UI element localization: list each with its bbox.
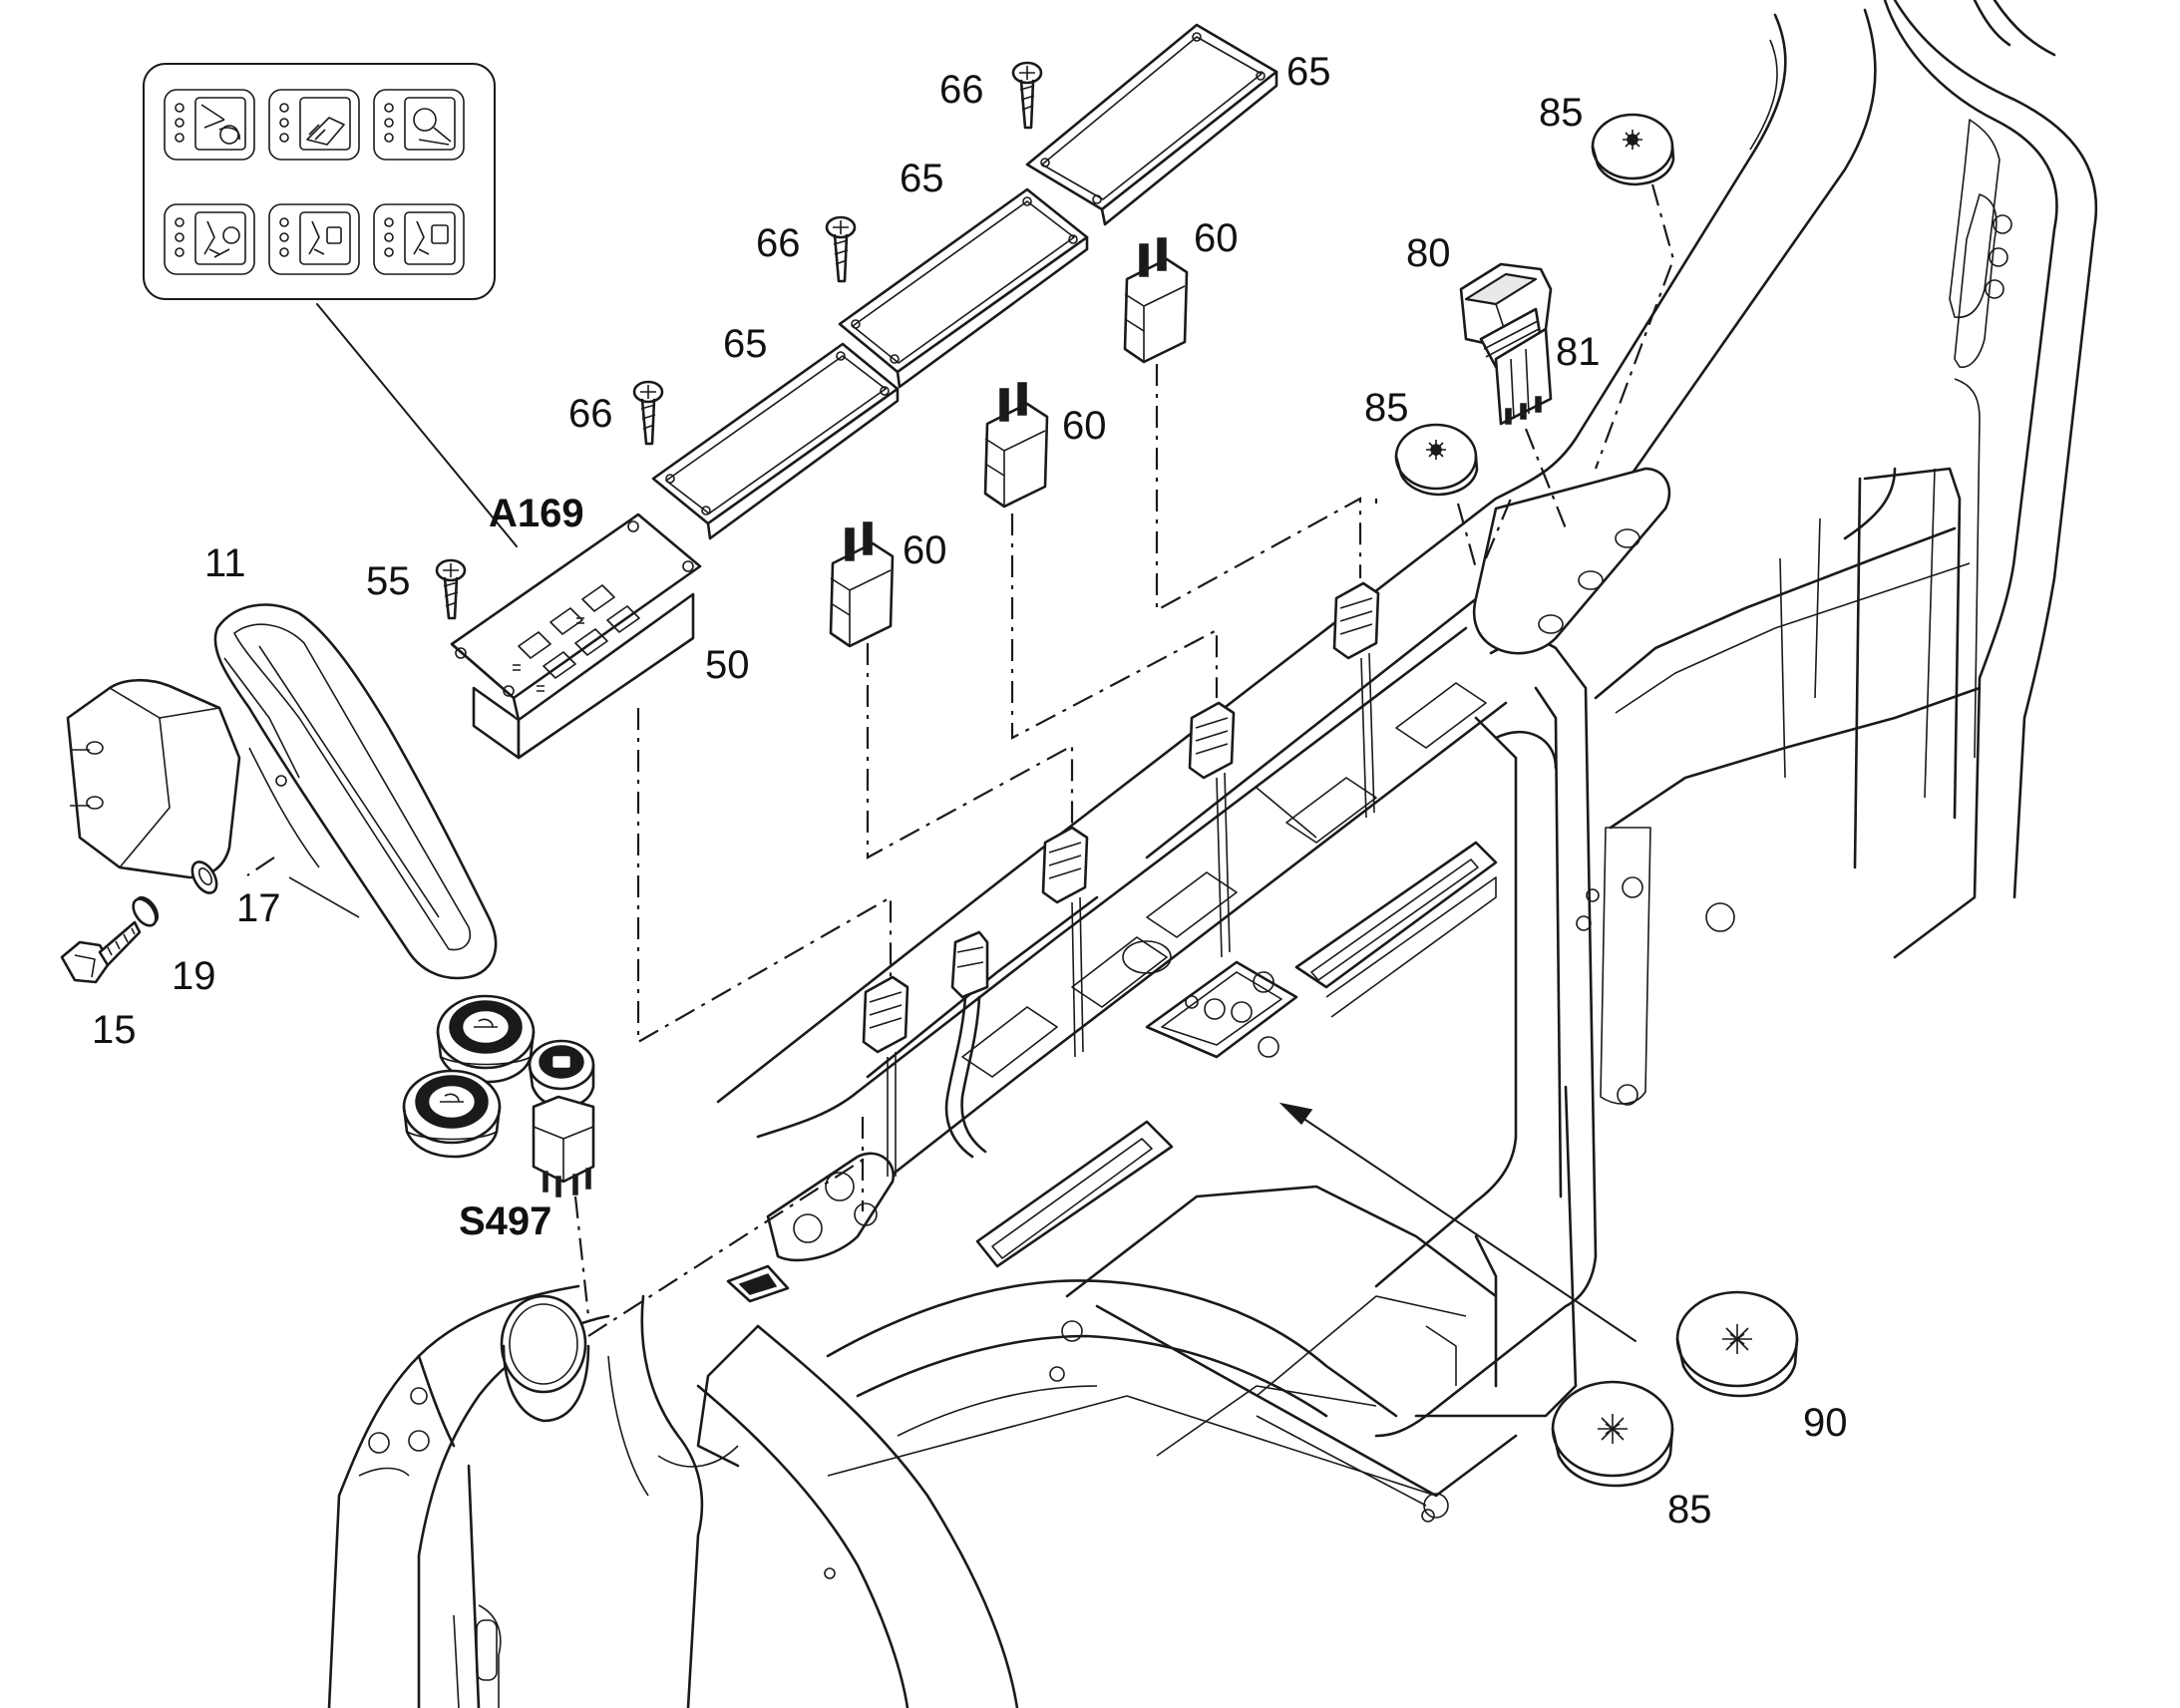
plug-90 (1675, 1290, 1799, 1398)
instrument-11 (66, 603, 498, 980)
label-19: 19 (172, 954, 216, 998)
label-66-b: 66 (756, 221, 801, 265)
relay-60-c (1123, 237, 1189, 364)
label-85-top: 85 (1539, 91, 1584, 135)
washer-19 (132, 895, 160, 927)
screw-66-b (825, 215, 857, 283)
assembly-lines (573, 183, 1675, 1337)
right-hole-plate (1472, 467, 1671, 655)
label-15: 15 (92, 1008, 137, 1052)
callout-labels: A169 S497 11 15 17 19 50 55 60 60 60 65 … (92, 50, 1848, 1532)
cover-plate-65-upper (1025, 23, 1278, 226)
key-switch (528, 1039, 595, 1197)
label-65-a: 65 (723, 322, 768, 366)
screw-66-c (1011, 61, 1043, 130)
plug-85-top (1591, 113, 1675, 186)
push-button-2 (402, 1069, 502, 1159)
label-65-c: 65 (1286, 50, 1331, 94)
label-90: 90 (1803, 1401, 1848, 1445)
switch-panel-50 (450, 512, 702, 760)
leader-arrow (1278, 1102, 1636, 1342)
label-60-a: 60 (903, 528, 947, 572)
relay-60-a (829, 521, 895, 648)
label-85-middle: 85 (1364, 386, 1409, 430)
label-50: 50 (705, 643, 750, 687)
harness-connectors (862, 581, 1380, 1177)
label-81: 81 (1556, 330, 1601, 374)
label-55: 55 (366, 559, 411, 603)
plug-85-bottom (1551, 1380, 1674, 1488)
label-s497: S497 (459, 1199, 551, 1243)
label-85-bottom: 85 (1667, 1488, 1712, 1532)
cover-plate-65-middle (838, 187, 1089, 389)
decal-panel (143, 63, 518, 547)
bolt-15 (60, 920, 142, 984)
cover-plate-65-lower (651, 342, 900, 540)
decal-icons (164, 89, 465, 275)
label-80: 80 (1406, 231, 1451, 275)
screw-55 (435, 558, 467, 620)
label-66-a: 66 (568, 392, 613, 436)
push-button-1 (436, 994, 536, 1084)
relay-60-b (983, 382, 1049, 509)
label-60-b: 60 (1062, 404, 1107, 448)
label-60-c: 60 (1194, 216, 1239, 260)
plug-85-middle (1394, 423, 1479, 497)
rocker-switch-80 (1459, 262, 1553, 426)
label-66-c: 66 (939, 68, 984, 112)
label-17: 17 (236, 886, 281, 930)
washer-17 (190, 860, 218, 894)
label-11: 11 (204, 541, 246, 585)
label-65-b: 65 (900, 157, 944, 200)
screw-66-a (632, 380, 664, 446)
label-a169: A169 (489, 492, 584, 535)
